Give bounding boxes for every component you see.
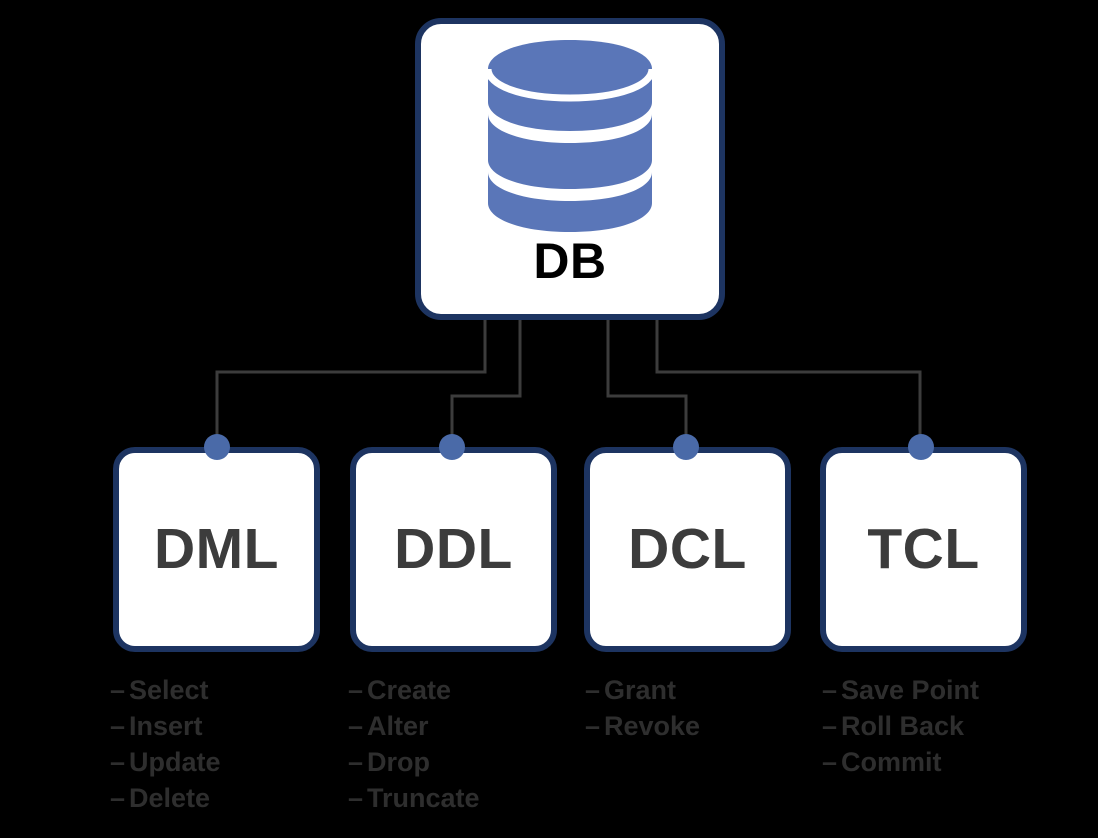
- bullet-dash-icon: –: [348, 711, 364, 741]
- category-label: DCL: [628, 517, 747, 581]
- connector-db-to-ddl: [450, 320, 522, 440]
- connector-db-to-dcl: [606, 320, 688, 440]
- bullet-dash-icon: –: [822, 747, 838, 777]
- category-items-ddl: –Create–Alter–Drop–Truncate: [348, 672, 588, 816]
- category-label: DML: [154, 517, 279, 581]
- list-item-label: Update: [129, 747, 221, 777]
- list-item: –Save Point: [822, 672, 1062, 708]
- list-item: –Delete: [110, 780, 350, 816]
- list-item-label: Revoke: [604, 711, 701, 741]
- category-card-ddl[interactable]: DDL: [350, 447, 557, 652]
- list-item: –Alter: [348, 708, 588, 744]
- list-item-label: Grant: [604, 675, 677, 705]
- connector-db-to-dml: [215, 320, 487, 440]
- list-item: –Select: [110, 672, 350, 708]
- list-item: –Grant: [585, 672, 825, 708]
- list-item-label: Drop: [367, 747, 430, 777]
- list-item: –Update: [110, 744, 350, 780]
- list-item: –Truncate: [348, 780, 588, 816]
- bullet-dash-icon: –: [110, 783, 126, 813]
- node-dot-dml: [204, 434, 230, 460]
- node-dot-ddl: [439, 434, 465, 460]
- bullet-dash-icon: –: [348, 675, 364, 705]
- bullet-dash-icon: –: [822, 711, 838, 741]
- category-card-dcl[interactable]: DCL: [584, 447, 791, 652]
- connector-db-to-tcl: [655, 320, 922, 440]
- category-items-tcl: –Save Point–Roll Back–Commit: [822, 672, 1062, 780]
- category-items-dml: –Select–Insert–Update–Delete: [110, 672, 350, 816]
- bullet-dash-icon: –: [585, 675, 601, 705]
- category-label: TCL: [867, 517, 980, 581]
- list-item: –Roll Back: [822, 708, 1062, 744]
- node-dot-dcl: [673, 434, 699, 460]
- db-root-card[interactable]: DB: [415, 18, 725, 320]
- list-item-label: Delete: [129, 783, 211, 813]
- db-root-label: DB: [533, 233, 607, 289]
- list-item: –Insert: [110, 708, 350, 744]
- list-item: –Drop: [348, 744, 588, 780]
- database-cylinder-icon: [484, 40, 656, 232]
- list-item-label: Save Point: [841, 675, 980, 705]
- list-item-label: Roll Back: [841, 711, 965, 741]
- list-item-label: Select: [129, 675, 209, 705]
- bullet-dash-icon: –: [110, 675, 126, 705]
- category-label: DDL: [394, 517, 513, 581]
- list-item: –Create: [348, 672, 588, 708]
- bullet-dash-icon: –: [822, 675, 838, 705]
- bullet-dash-icon: –: [110, 711, 126, 741]
- category-card-dml[interactable]: DML: [113, 447, 320, 652]
- bullet-dash-icon: –: [348, 747, 364, 777]
- category-card-tcl[interactable]: TCL: [820, 447, 1027, 652]
- bullet-dash-icon: –: [348, 783, 364, 813]
- bullet-dash-icon: –: [585, 711, 601, 741]
- list-item-label: Truncate: [367, 783, 480, 813]
- list-item-label: Create: [367, 675, 452, 705]
- list-item-label: Insert: [129, 711, 203, 741]
- list-item: –Commit: [822, 744, 1062, 780]
- bullet-dash-icon: –: [110, 747, 126, 777]
- category-items-dcl: –Grant–Revoke: [585, 672, 825, 744]
- list-item-label: Commit: [841, 747, 942, 777]
- list-item: –Revoke: [585, 708, 825, 744]
- list-item-label: Alter: [367, 711, 429, 741]
- node-dot-tcl: [908, 434, 934, 460]
